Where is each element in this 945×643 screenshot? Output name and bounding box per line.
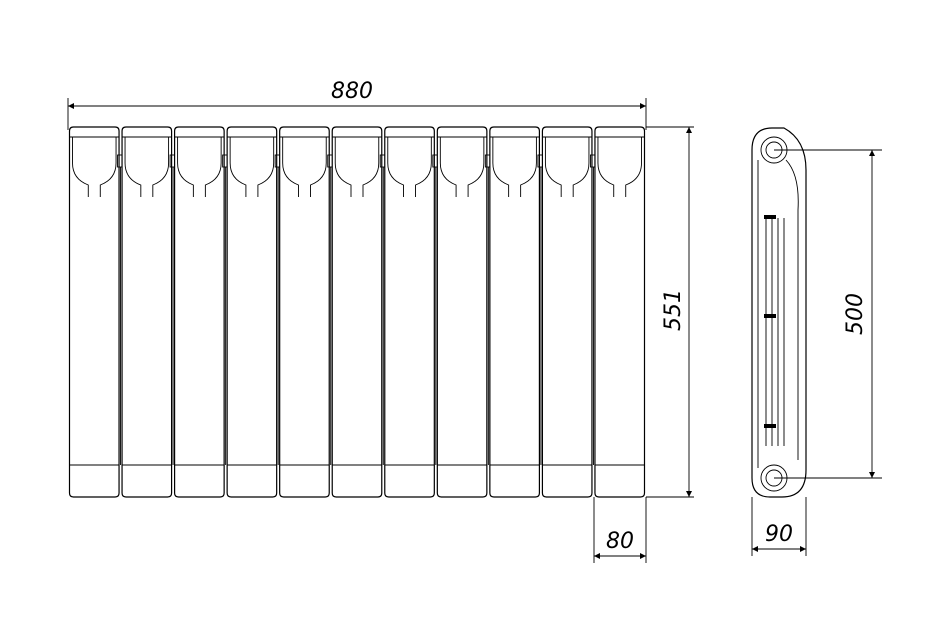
- section-neck-left: [492, 137, 510, 197]
- dimension-depth: 90: [751, 497, 807, 556]
- radiator-section: [226, 126, 278, 498]
- section-neck-right: [625, 137, 642, 197]
- section-neck-right: [257, 137, 275, 197]
- radiator-section: [331, 126, 383, 498]
- section-neck-right: [572, 137, 590, 197]
- radiator-section: [279, 126, 330, 498]
- radiator-section: [489, 126, 541, 498]
- fin-clip-middle: [764, 314, 776, 318]
- connection-spacing-label: 500: [843, 293, 868, 335]
- radiator-section: [68, 126, 120, 498]
- height-label: 551: [661, 289, 686, 331]
- section-neck-left: [439, 137, 457, 197]
- side-view: [751, 127, 807, 498]
- fin-clip-top: [764, 215, 776, 219]
- section-neck-left: [124, 137, 142, 197]
- side-profile-inner-curve: [785, 159, 799, 460]
- section-neck-left: [282, 137, 299, 197]
- section-neck-left: [387, 137, 404, 197]
- radiator-section: [384, 126, 435, 498]
- section-neck-right: [362, 137, 380, 197]
- section-neck-left: [177, 137, 194, 197]
- section-neck-right: [152, 137, 170, 197]
- dimension-connection-spacing: 500: [774, 149, 882, 479]
- section-neck-right: [520, 137, 537, 197]
- section-neck-right: [310, 137, 327, 197]
- length-label: 880: [331, 79, 373, 104]
- radiator-section: [173, 126, 225, 498]
- front-view: [68, 126, 646, 498]
- section-neck-left: [229, 137, 247, 197]
- radiator-section: [594, 126, 646, 498]
- section-neck-left: [544, 137, 562, 197]
- section-neck-left: [72, 137, 89, 197]
- section-neck-right: [415, 137, 432, 197]
- radiator-section: [541, 126, 593, 498]
- radiator-section: [121, 126, 173, 498]
- section-neck-left: [334, 137, 352, 197]
- depth-label: 90: [765, 522, 793, 547]
- section-neck-left: [597, 137, 615, 197]
- dimension-section-width: 80: [593, 497, 647, 563]
- side-profile-outline: [751, 127, 807, 498]
- dimension-height: 551: [646, 126, 694, 498]
- section-neck-right: [99, 137, 117, 197]
- fin-clip-bottom: [764, 424, 776, 428]
- section-neck-right: [467, 137, 485, 197]
- section-neck-right: [204, 137, 222, 197]
- section-width-label: 80: [606, 529, 634, 554]
- dimension-length: 880: [67, 79, 647, 130]
- radiator-section: [436, 126, 488, 498]
